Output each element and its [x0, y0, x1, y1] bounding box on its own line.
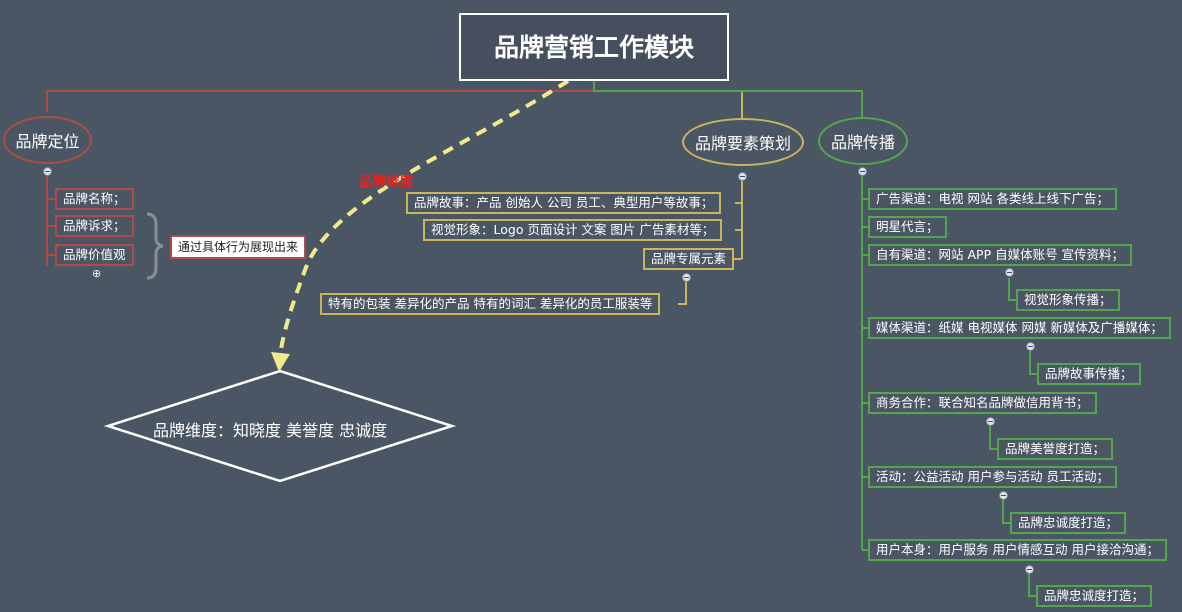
positioning-item[interactable]: 品牌名称；	[55, 188, 134, 210]
positioning-item[interactable]: 品牌诉求；	[55, 215, 134, 237]
connector-spread-subs	[989, 278, 1037, 597]
collapse-toggle-icon[interactable]	[738, 172, 747, 181]
connector-elements-items	[733, 176, 743, 260]
elements-item[interactable]: 品牌故事：产品 创始人 公司 员工、典型用户等故事；	[406, 192, 722, 214]
collapse-toggle-icon[interactable]	[999, 491, 1008, 500]
collapse-toggle-icon[interactable]	[986, 417, 995, 426]
root-node[interactable]: 品牌营销工作模块	[459, 13, 729, 81]
elements-item[interactable]: 视觉形象：Logo 页面设计 文案 图片 广告素材等；	[423, 219, 723, 241]
connector-elements-sub	[678, 282, 687, 305]
collapse-toggle-icon[interactable]	[858, 167, 867, 176]
spread-sub-item[interactable]: 视觉形象传播；	[1016, 289, 1120, 311]
spread-item[interactable]: 明星代言；	[868, 216, 947, 238]
connector-elements	[593, 81, 743, 118]
spread-item[interactable]: 自有渠道：网站 APP 自媒体账号 宣传资料；	[868, 244, 1133, 266]
elements-sub-item[interactable]: 特有的包装 差异化的产品 特有的词汇 差异化的员工服装等	[320, 293, 661, 315]
dimension-arrow-label: 品牌维度	[359, 174, 413, 190]
arrow-head-icon	[271, 352, 290, 372]
branch-spread[interactable]: 品牌传播	[818, 117, 908, 165]
spread-item[interactable]: 用户本身：用户服务 用户情感互动 用户接洽沟通；	[868, 539, 1167, 561]
connector-spread	[593, 81, 863, 118]
spread-item[interactable]: 商务合作：联合知名品牌做信用背书；	[868, 392, 1097, 414]
dimension-arrow	[278, 79, 570, 359]
spread-item[interactable]: 广告渠道：电视 网站 各类线上线下广告；	[868, 188, 1117, 210]
connector-positioning	[46, 81, 595, 112]
branch-positioning[interactable]: 品牌定位	[3, 116, 92, 164]
brace-icon	[146, 212, 164, 280]
positioning-note[interactable]: 通过具体行为展现出来	[170, 235, 307, 259]
spread-sub-item[interactable]: 品牌忠诚度打造；	[1010, 512, 1127, 534]
collapse-toggle-icon[interactable]	[43, 167, 52, 176]
expand-plus-icon[interactable]: ⊕	[92, 267, 102, 280]
dimension-text[interactable]: 品牌维度：知晓度 美誉度 忠诚度	[153, 421, 388, 440]
collapse-toggle-icon[interactable]	[1025, 565, 1034, 574]
spread-sub-item[interactable]: 品牌忠诚度打造；	[1036, 585, 1153, 607]
spread-item[interactable]: 活动：公益活动 用户参与活动 员工活动；	[868, 466, 1117, 488]
collapse-toggle-icon[interactable]	[1005, 268, 1014, 277]
positioning-item[interactable]: 品牌价值观	[55, 244, 134, 266]
connector-spread-items	[861, 176, 868, 551]
branch-elements[interactable]: 品牌要素策划	[682, 118, 804, 166]
spread-item[interactable]: 媒体渠道：纸媒 电视媒体 网媒 新媒体及广播媒体；	[868, 317, 1171, 339]
elements-item[interactable]: 品牌专属元素	[643, 248, 735, 270]
dimension-diamond	[103, 369, 457, 483]
connector-positioning-items	[46, 176, 55, 266]
collapse-toggle-icon[interactable]	[1026, 342, 1035, 351]
collapse-toggle-icon[interactable]	[682, 273, 691, 282]
spread-sub-item[interactable]: 品牌美誉度打造；	[997, 438, 1114, 460]
spread-sub-item[interactable]: 品牌故事传播；	[1037, 363, 1141, 385]
